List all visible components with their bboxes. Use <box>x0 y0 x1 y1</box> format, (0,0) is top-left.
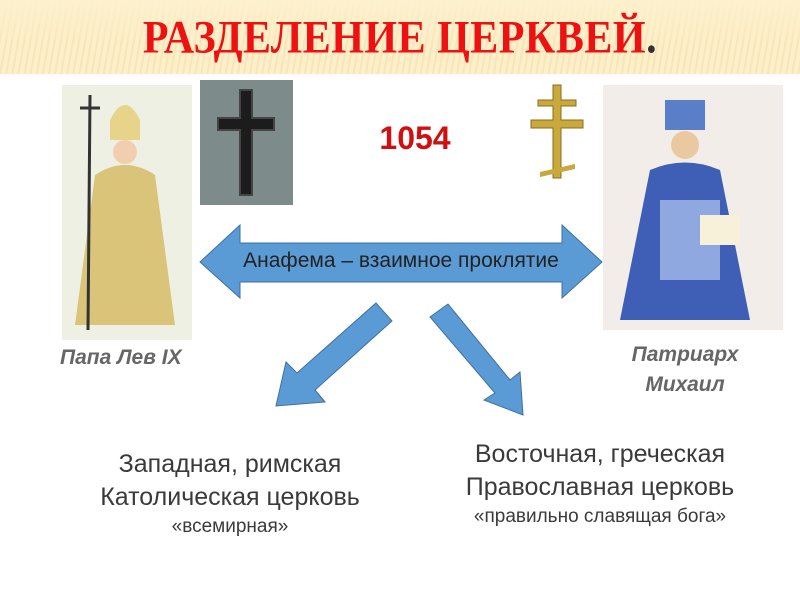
orthodox-cross-image <box>530 84 584 179</box>
arrow-to-east <box>429 303 524 416</box>
east-line2: Православная церковь <box>465 473 735 501</box>
catholic-cross-image <box>200 80 293 205</box>
eastern-church-block: Восточная, греческая Православная церков… <box>410 438 790 530</box>
west-line1: Западная, римская <box>118 450 342 478</box>
year-label: 1054 <box>379 120 451 156</box>
west-line3: «всемирная» <box>171 516 289 537</box>
title-dot: . <box>646 12 658 64</box>
slide-title: РАЗДЕЛЕНИЕ ЦЕРКВЕЙ. <box>0 12 800 65</box>
pope-leo-image <box>62 85 192 340</box>
western-church-block: Западная, римская Католическая церковь «… <box>60 448 400 540</box>
west-line2: Католическая церковь <box>100 483 360 511</box>
anathema-label: Анафема – взаимное проклятие <box>243 249 559 272</box>
patriarch-caption-line1: Патриарх <box>631 343 739 366</box>
arrow-to-west <box>275 302 393 407</box>
anathema-double-arrow <box>199 223 603 300</box>
east-line1: Восточная, греческая <box>474 440 726 468</box>
patriarch-michael-image <box>603 85 783 330</box>
banner-gradient <box>0 0 800 40</box>
east-line3: «правильно славящая бога» <box>473 506 727 527</box>
patriarch-caption: Патриарх Михаил <box>600 340 770 400</box>
pope-caption: Папа Лев IX <box>60 346 182 369</box>
title-text: РАЗДЕЛЕНИЕ ЦЕРКВЕЙ <box>142 12 647 64</box>
patriarch-caption-line2: Михаил <box>645 373 725 396</box>
